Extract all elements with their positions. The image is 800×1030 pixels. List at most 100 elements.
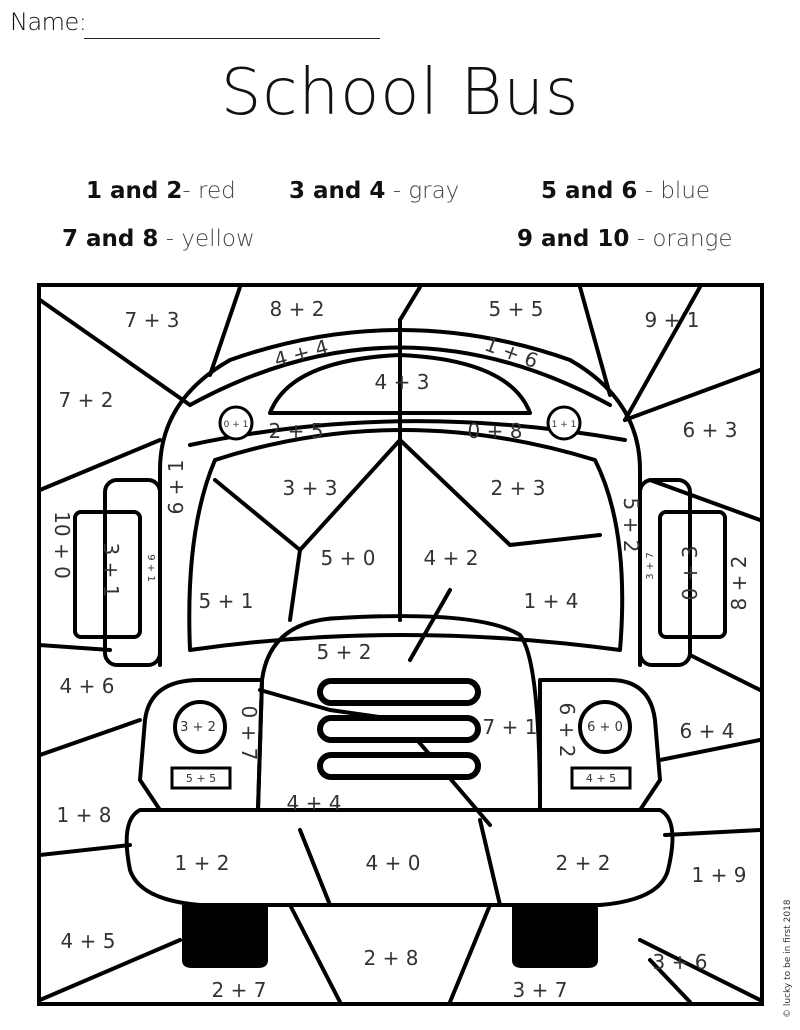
key-sep: - [158,226,175,252]
left-headlight [173,700,227,754]
problem-label: 6 + 0 [587,720,623,735]
left-mirror-bracket [103,478,162,667]
key-sep: - [629,226,646,252]
background-line [41,643,112,652]
problem-label: 7 + 2 [59,388,114,412]
background-line [648,958,692,1002]
key-sep: - [637,178,654,204]
problem-label: 3 + 7 [513,978,568,1002]
problem-label: 9 + 1 [145,554,156,581]
problem-label: 4 + 6 [60,674,115,698]
background-line [288,903,342,1002]
background-line [663,828,760,837]
key-nums: 7 and 8 [62,226,159,252]
key-color: red [198,178,236,204]
problem-label: 8 + 2 [727,556,751,611]
key-color: orange [652,226,733,252]
key-nums: 9 and 10 [517,226,630,252]
problem-label: 2 + 3 [491,476,546,500]
hood-outline [256,614,542,812]
background-line [448,903,492,1002]
right-license-light [570,766,632,790]
problem-label: 3 + 1 [99,543,123,598]
problem-label: 3 + 6 [653,950,708,974]
problem-label: 6 + 3 [683,418,738,442]
problem-label: 1 + 9 [692,863,747,887]
page-title: School Bus [220,56,580,130]
key-color: gray [408,178,460,204]
key-sep: - [182,178,191,204]
problem-label: 6 + 1 [164,460,188,515]
problem-label: 4 + 3 [375,370,430,394]
problem-label: 3 + 7 [645,552,656,579]
problem-label: 1 + 6 [481,332,541,373]
problem-label: 4 + 5 [586,772,616,785]
problem-label: 8 + 2 [270,297,325,321]
key-item-gray: 3 and 4 - gray [289,178,459,204]
problem-label: 3 + 3 [283,476,338,500]
bumper [124,808,675,907]
windshield-outline [187,428,625,652]
background-line [398,287,422,322]
problem-label: 2 + 2 [556,851,611,875]
problem-label: 6 + 2 [555,703,579,758]
grille-bar [317,752,481,780]
left-fender [138,678,264,812]
problem-label: 2 + 7 [212,978,267,1002]
key-sep: - [385,178,402,204]
problem-label: 5 + 0 [321,546,376,570]
problem-label: 0 + 3 [678,546,702,601]
key-nums: 1 and 2 [86,178,183,204]
problem-label: 5 + 5 [489,297,544,321]
background-line [638,938,760,1002]
background-line [208,287,242,377]
coloring-picture-frame [37,283,764,1006]
left-license-light [170,766,232,790]
key-color: blue [660,178,711,204]
background-line [41,843,132,857]
problem-label: 7 + 1 [483,715,538,739]
key-item-orange: 9 and 10 - orange [517,226,732,252]
problem-label: 1 + 8 [57,803,112,827]
copyright-text: © lucky to be in first 2018 [783,899,793,1018]
grille-bar [317,678,481,706]
problem-label: 1 + 1 [552,420,577,430]
background-line [658,738,760,762]
problem-label: 5 + 5 [186,772,216,785]
problem-label: 6 + 4 [680,719,735,743]
problem-label: 9 + 1 [645,308,700,332]
bumper-line [298,828,332,907]
key-item-blue: 5 and 6 - blue [541,178,710,204]
problem-label: 4 + 2 [424,546,479,570]
key-item-red: 1 and 2- red [86,178,236,204]
right-fender [538,678,662,812]
background-line [41,718,142,757]
background-line [688,653,760,692]
problem-label: 10 + 0 [50,511,74,579]
problem-label: 0 + 1 [224,420,249,430]
key-item-yellow: 7 and 8 - yellow [62,226,255,252]
bumper-line [478,818,502,907]
name-blank-line[interactable] [84,38,380,39]
background-line [41,438,162,492]
problem-label: 1 + 4 [524,589,579,613]
grille-bar [317,715,481,743]
left-mirror [73,510,142,639]
problem-label: 2 + 5 [269,419,324,443]
left-tire [182,905,268,968]
key-nums: 5 and 6 [541,178,638,204]
right-mirror-bracket [638,478,692,667]
left-roof-light [218,405,254,441]
problem-label: 7 + 3 [125,308,180,332]
problem-label: 4 + 0 [366,851,421,875]
windshield-line [298,438,402,552]
background-line [623,287,702,422]
background-line [578,287,612,397]
right-headlight [578,700,632,754]
problem-label: 0 + 7 [237,706,261,761]
problem-label: 2 + 8 [364,946,419,970]
problem-label: 0 + 8 [468,419,523,443]
right-mirror [658,510,727,639]
windshield-line [408,588,452,662]
